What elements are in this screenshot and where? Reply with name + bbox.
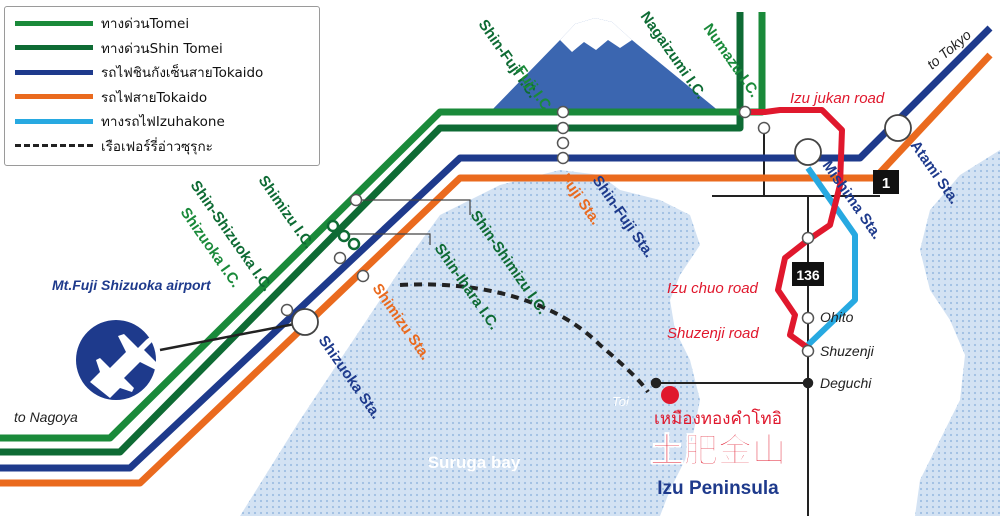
label-shimizu-ic: Shimizu I.C. — [255, 173, 318, 252]
label-ohito: Ohito — [820, 309, 854, 325]
route-1-shield: 1 — [873, 170, 899, 194]
label-gold-mine-thai: เหมืองทองคำโทอิ — [654, 408, 782, 429]
legend-label-ferry: เรือเฟอร์รี่อ่าวซุรุกะ — [101, 138, 213, 155]
map-legend: ทางด่วนTomei ทางด่วนShin Tomei รถไฟชินกั… — [4, 6, 320, 166]
suruga-bay-ferry — [399, 282, 650, 394]
shin-tomei-expressway — [0, 12, 744, 456]
suruga-bay-water — [240, 170, 700, 516]
legend-swatch-izuhakone — [15, 118, 93, 124]
sagami-bay-water — [915, 150, 1000, 516]
label-izu-jukan-road: Izu jukan road — [790, 90, 885, 107]
legend-swatch-tokaido — [15, 94, 93, 100]
route-136-label: 136 — [796, 267, 820, 283]
izuhakone-railway — [805, 166, 858, 348]
legend-row-izuhakone: ทางรถไฟIzuhakone — [5, 109, 319, 134]
route-136-shield: 136 — [792, 262, 824, 286]
label-gold-mine-jp: 土肥金山 — [650, 431, 786, 471]
label-suruga-bay: Suruga bay — [428, 453, 521, 472]
label-toi: Toi — [612, 394, 630, 409]
airport-plane-icon — [76, 320, 158, 400]
legend-label-shin-tomei: ทางด่วนShin Tomei — [101, 40, 223, 57]
label-airport: Mt.Fuji Shizuoka airport — [52, 277, 212, 293]
major-station-markers — [291, 114, 912, 336]
legend-label-izuhakone: ทางรถไฟIzuhakone — [101, 114, 225, 131]
legend-swatch-ferry — [15, 144, 93, 148]
legend-row-ferry: เรือเฟอร์รี่อ่าวซุรุกะ — [5, 134, 319, 159]
tomei-expressway — [0, 12, 766, 442]
legend-row-tomei: ทางด่วนTomei — [5, 11, 319, 36]
tokaido-line — [0, 52, 993, 487]
label-atami-sta: Atami Sta. — [907, 138, 963, 208]
legend-row-tokaido: รถไฟสายTokaido — [5, 85, 319, 110]
route-1-label: 1 — [882, 175, 890, 192]
mt-fuji-icon — [490, 18, 720, 112]
station-markers — [280, 105, 815, 389]
ic-leader-lines — [344, 199, 471, 245]
junction-markers — [326, 219, 361, 251]
tokaido-shinkansen-line — [0, 25, 993, 472]
label-shuzenji-road: Shuzenji road — [667, 325, 759, 342]
label-izu-chuo-road: Izu chuo road — [667, 280, 759, 297]
legend-label-tokaido: รถไฟสายTokaido — [101, 89, 208, 106]
gold-mine-marker — [661, 386, 679, 404]
izu-jukan-road — [740, 107, 845, 351]
legend-swatch-tomei — [15, 20, 93, 26]
legend-label-shinkansen: รถไฟชินกังเซ็นสายTokaido — [101, 65, 264, 82]
legend-row-shinkansen: รถไฟชินกังเซ็นสายTokaido — [5, 60, 319, 85]
label-shuzenji: Shuzenji — [820, 343, 875, 359]
label-numazu-ic: Numazu I.C. — [700, 21, 763, 101]
label-deguchi: Deguchi — [820, 375, 872, 391]
legend-swatch-shinkansen — [15, 69, 93, 75]
legend-swatch-shin-tomei — [15, 45, 93, 51]
label-izu-peninsula: Izu Peninsula — [657, 478, 779, 499]
label-to-nagoya: to Nagoya — [14, 409, 78, 425]
airport-leader — [159, 320, 306, 352]
legend-row-shin-tomei: ทางด่วนShin Tomei — [5, 36, 319, 61]
legend-label-tomei: ทางด่วนTomei — [101, 16, 190, 33]
